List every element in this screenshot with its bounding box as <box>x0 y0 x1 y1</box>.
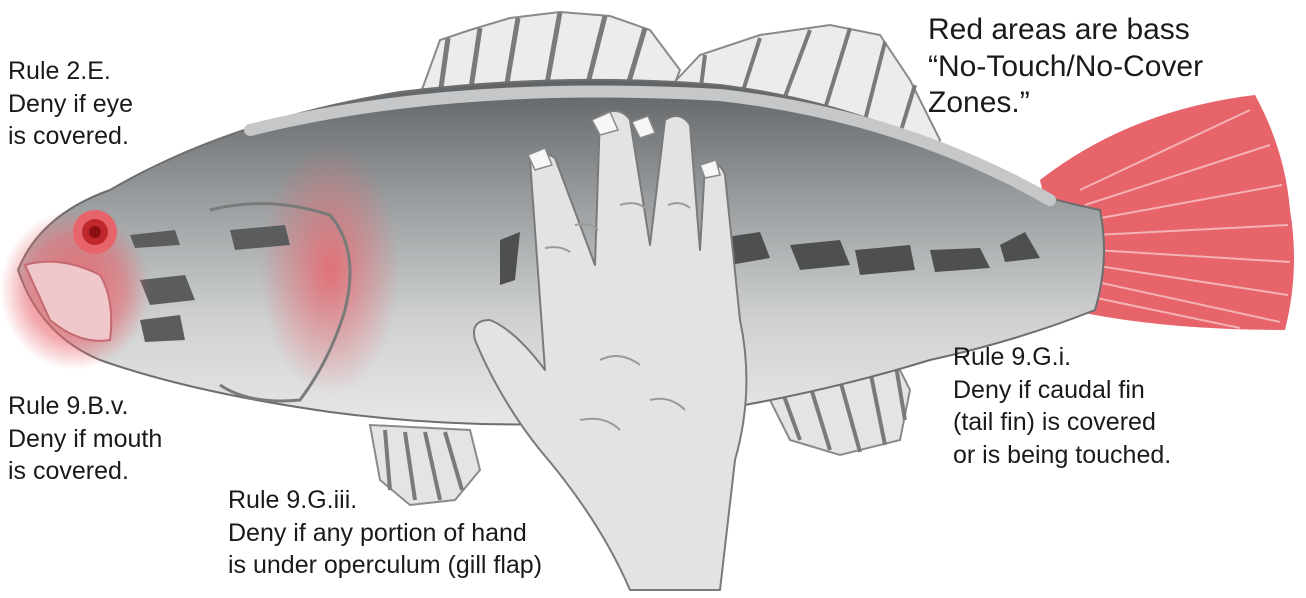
operculum-rule-line-1: Deny if any portion of hand <box>228 517 542 550</box>
note-line-3: Zones.” <box>928 85 1203 122</box>
eye-rule-line-2: is covered. <box>8 120 133 153</box>
tail-rule-annotation: Rule 9.G.i. Deny if caudal fin (tail fin… <box>953 341 1171 471</box>
eye-rule-annotation: Rule 2.E. Deny if eye is covered. <box>8 55 133 153</box>
note-line-1: Red areas are bass <box>928 12 1203 49</box>
operculum-rule-annotation: Rule 9.G.iii. Deny if any portion of han… <box>228 484 542 582</box>
tail-rule-line-1: Deny if caudal fin <box>953 374 1171 407</box>
mouth-rule-annotation: Rule 9.B.v. Deny if mouth is covered. <box>8 390 162 488</box>
mouth-rule-line-2: is covered. <box>8 455 162 488</box>
eye-rule-id: Rule 2.E. <box>8 55 133 88</box>
eye-no-touch-zone <box>73 210 117 254</box>
operculum-rule-id: Rule 9.G.iii. <box>228 484 542 517</box>
mouth-rule-line-1: Deny if mouth <box>8 423 162 456</box>
tail-rule-line-3: or is being touched. <box>953 439 1171 472</box>
gill-no-touch-zone <box>260 145 400 395</box>
tail-rule-id: Rule 9.G.i. <box>953 341 1171 374</box>
mouth-rule-id: Rule 9.B.v. <box>8 390 162 423</box>
tail-rule-line-2: (tail fin) is covered <box>953 406 1171 439</box>
no-touch-zone-note: Red areas are bass “No-Touch/No-Cover Zo… <box>928 12 1203 122</box>
eye-rule-line-1: Deny if eye <box>8 88 133 121</box>
note-line-2: “No-Touch/No-Cover <box>928 49 1203 86</box>
operculum-rule-line-2: is under operculum (gill flap) <box>228 549 542 582</box>
